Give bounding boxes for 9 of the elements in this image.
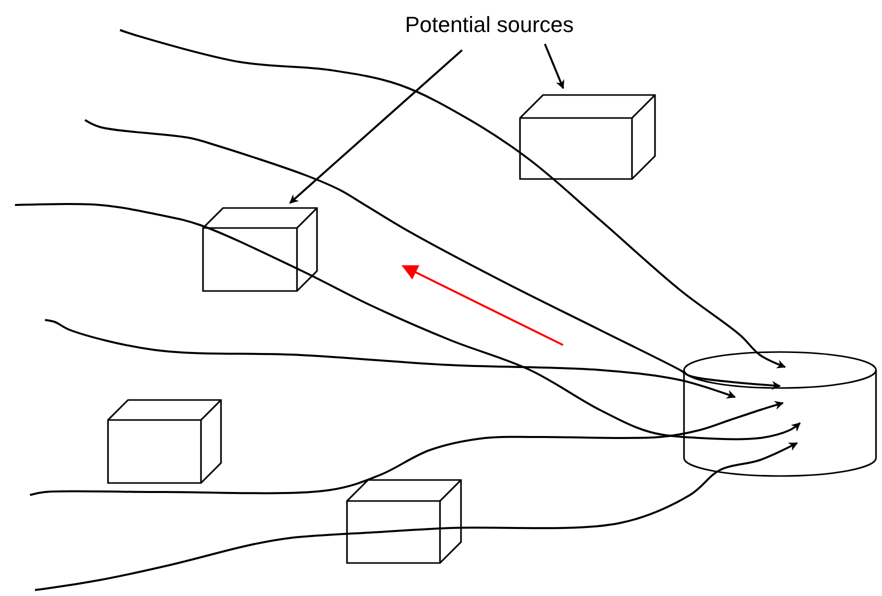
- flow-line: [14, 203, 801, 440]
- caption-label: Potential sources: [405, 12, 575, 38]
- flow-line: [120, 29, 786, 368]
- leader-arrow: [544, 44, 564, 90]
- leader-arrow: [289, 49, 463, 204]
- flow-line: [44, 319, 736, 398]
- flow-line: [34, 442, 798, 591]
- flow-line: [30, 400, 784, 496]
- flow-line: [84, 119, 781, 390]
